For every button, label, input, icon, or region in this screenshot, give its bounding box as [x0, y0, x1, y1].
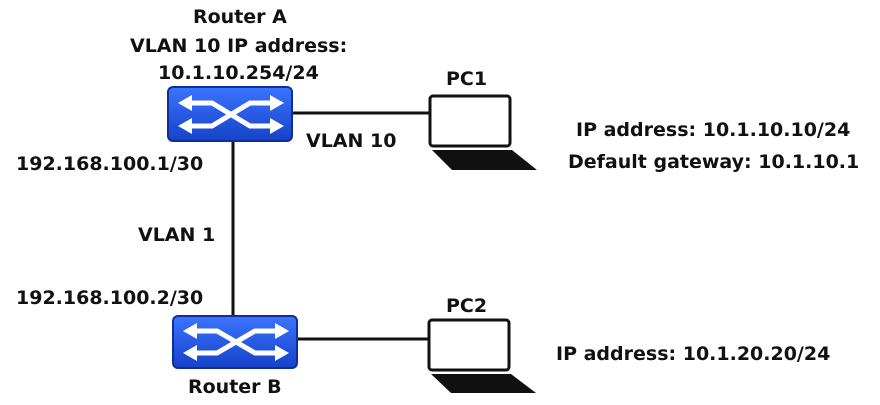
pc1-ip: IP address: 10.1.10.10/24	[576, 119, 851, 141]
pc2-name: PC2	[446, 295, 488, 317]
router-a-name: Router A	[193, 6, 287, 28]
router-b-uplink-ip: 192.168.100.2/30	[16, 287, 204, 309]
vlan1-link-label: VLAN 1	[138, 224, 216, 246]
pc2-ip: IP address: 10.1.20.20/24	[556, 343, 831, 365]
pc1-name: PC1	[446, 68, 488, 90]
router-b-name: Router B	[188, 376, 282, 398]
router-a-uplink-ip: 192.168.100.1/30	[16, 153, 204, 175]
router-b-icon	[172, 315, 298, 369]
router-a-icon	[167, 86, 293, 142]
pc1-gateway: Default gateway: 10.1.10.1	[568, 151, 860, 173]
vlan10-link-label: VLAN 10	[306, 130, 397, 152]
pc1-laptop-icon	[428, 94, 537, 170]
router-a-vlan-ip: 10.1.10.254/24	[158, 62, 319, 84]
router-a-vlan-label: VLAN 10 IP address:	[130, 35, 348, 57]
pc2-laptop-icon	[427, 318, 536, 393]
